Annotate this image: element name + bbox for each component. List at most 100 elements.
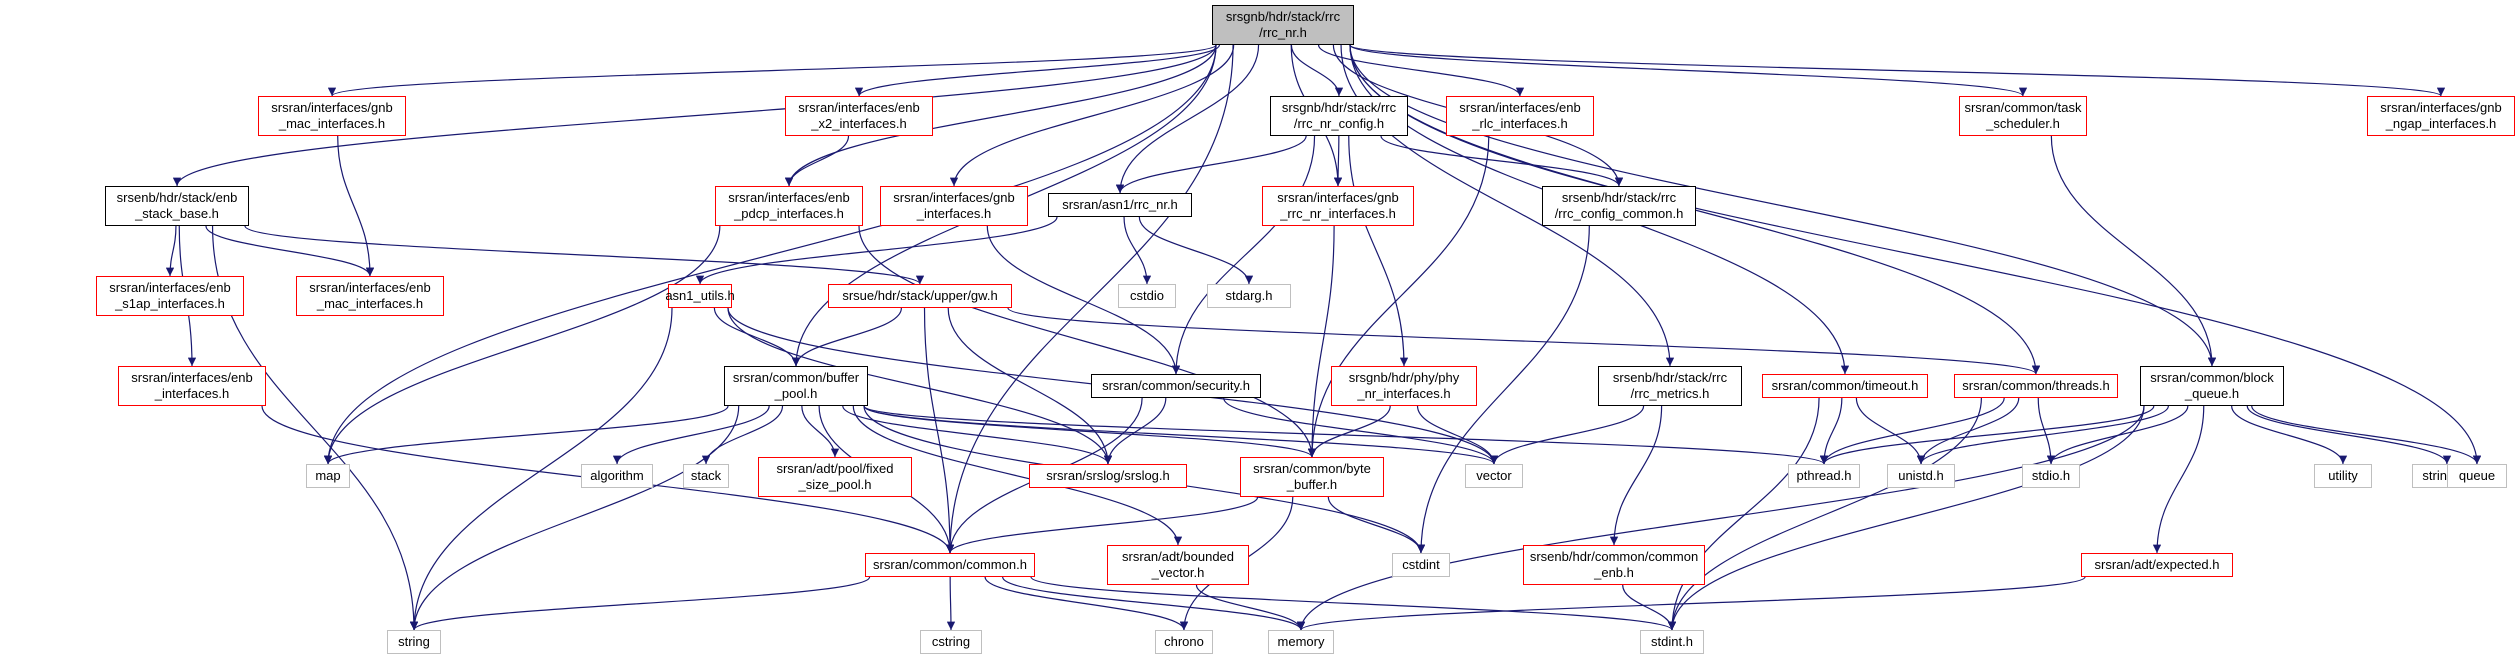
edge-asn1_utils-to-buffer_pool (713, 307, 801, 367)
node-buffer-pool[interactable]: srsran/common/buffer _pool.h (724, 366, 868, 406)
node-rrc-nr-h[interactable]: srsgnb/hdr/stack/rrc /rrc_nr.h (1212, 5, 1354, 45)
edge-rrc_nr_config-to-asn1_rrc_nr (1115, 135, 1307, 194)
edge-common-to-stdint (1030, 576, 1676, 631)
node-bounded-vector[interactable]: srsran/adt/bounded _vector.h (1107, 545, 1249, 585)
edge-security-to-srslog (1103, 397, 1167, 465)
edge-enb_x2_interfaces-to-enb_pdcp_interfaces (784, 135, 850, 187)
node-unistd: unistd.h (1887, 464, 1955, 488)
node-security[interactable]: srsran/common/security.h (1091, 374, 1261, 398)
edge-timeout-to-stdint (1667, 397, 1820, 631)
edge-asn1_rrc_nr-to-stdarg (1138, 216, 1254, 285)
node-timeout[interactable]: srsran/common/timeout.h (1762, 374, 1928, 398)
edge-common-to-chrono (984, 576, 1189, 631)
edge-rrc_metrics-to-vector (1489, 405, 1645, 465)
edge-rrc_nr_h-to-task_scheduler (1349, 44, 2027, 97)
edge-gnb_mac_interfaces-to-enb_mac_interfaces (337, 135, 375, 277)
edge-task_scheduler-to-block_queue (2050, 135, 2217, 367)
node-enb-pdcp-interfaces[interactable]: srsran/interfaces/enb _pdcp_interfaces.h (715, 186, 863, 226)
node-enb-mac-interfaces[interactable]: srsran/interfaces/enb _mac_interfaces.h (296, 276, 444, 316)
edge-rrc_nr_h-to-enb_pdcp_interfaces (784, 44, 1217, 187)
edge-buffer_pool-to-bounded_vector (852, 405, 1183, 546)
edge-gw_h-to-threads (1007, 307, 2040, 375)
edge-asn1_rrc_nr-to-asn1_utils (695, 216, 1058, 285)
edge-enb_rlc_interfaces-to-byte_buffer (1307, 135, 1490, 458)
edge-security-to-vector (1223, 397, 1499, 465)
node-rrc-metrics[interactable]: srsenb/hdr/stack/rrc /rrc_metrics.h (1598, 366, 1742, 406)
node-pthread: pthread.h (1788, 464, 1860, 488)
edge-common_enb-to-stdint (1622, 584, 1677, 631)
node-phy-nr-interfaces[interactable]: srsgnb/hdr/phy/phy _nr_interfaces.h (1331, 366, 1477, 406)
node-utility: utility (2314, 464, 2372, 488)
edge-byte_buffer-to-common (945, 496, 1259, 554)
edge-rrc_nr_h-to-enb_stack_base (172, 44, 1217, 187)
node-stdio: stdio.h (2022, 464, 2080, 488)
edge-rrc_nr_h-to-common (945, 44, 1234, 554)
node-gw-h[interactable]: srsue/hdr/stack/upper/gw.h (828, 284, 1012, 308)
edge-asn1_rrc_nr-to-cstdio (1123, 216, 1152, 285)
node-fixed-size-pool[interactable]: srsran/adt/pool/fixed _size_pool.h (758, 457, 912, 497)
edge-rrc_nr_h-to-queue (1349, 44, 2482, 465)
node-expected[interactable]: srsran/adt/expected.h (2081, 553, 2233, 577)
node-common[interactable]: srsran/common/common.h (865, 553, 1035, 577)
edge-block_queue-to-queue (2251, 405, 2482, 465)
edge-block_queue-to-memory (1296, 405, 2145, 631)
edge-phy_nr_interfaces-to-byte_buffer (1307, 405, 1391, 458)
edge-rrc_metrics-to-common_enb (1609, 405, 1663, 546)
node-vector: vector (1465, 464, 1523, 488)
edge-rrc_nr_h-to-gnb_interfaces (949, 44, 1235, 187)
node-stack: stack (683, 464, 729, 488)
node-byte-buffer[interactable]: srsran/common/byte _buffer.h (1240, 457, 1384, 497)
node-threads[interactable]: srsran/common/threads.h (1954, 374, 2118, 398)
edge-block_queue-to-unistd (1916, 405, 2169, 465)
edge-enb_pdcp_interfaces-to-map (323, 225, 721, 465)
node-asn1-utils[interactable]: asn1_utils.h (665, 284, 735, 308)
node-enb-s1ap-interfaces[interactable]: srsran/interfaces/enb _s1ap_interfaces.h (96, 276, 244, 316)
edge-bounded_vector-to-memory (1195, 584, 1306, 631)
edge-gw_h-to-buffer_pool (791, 307, 902, 367)
node-gnb-interfaces[interactable]: srsran/interfaces/gnb _interfaces.h (880, 186, 1028, 226)
node-memory: memory (1268, 630, 1334, 654)
edge-gnb_rrc_nr_interfaces-to-byte_buffer (1307, 225, 1335, 458)
edge-rrc_nr_h-to-rrc_nr_config (1290, 44, 1344, 97)
node-enb-x2-interfaces[interactable]: srsran/interfaces/enb _x2_interfaces.h (785, 96, 933, 136)
node-task-scheduler[interactable]: srsran/common/task _scheduler.h (1959, 96, 2087, 136)
edge-threads-to-stdint (1667, 397, 1982, 631)
edge-block_queue-to-pthread (1819, 405, 2155, 465)
edge-asn1_utils-to-srslog (727, 307, 1113, 465)
node-common-enb[interactable]: srsenb/hdr/common/common _enb.h (1523, 545, 1705, 585)
node-cstdio: cstdio (1118, 284, 1176, 308)
edge-block_queue-to-strings (2246, 405, 2452, 465)
edge-gnb_interfaces-to-security (986, 225, 1181, 375)
node-enb-stack-base[interactable]: srsenb/hdr/stack/enb _stack_base.h (105, 186, 249, 226)
edge-enb_stack_base-to-enb_s1ap_interfaces (165, 225, 177, 277)
edge-block_queue-to-utility (2231, 405, 2348, 465)
node-chrono: chrono (1155, 630, 1213, 654)
node-rrc-nr-config[interactable]: srsgnb/hdr/stack/rrc /rrc_nr_config.h (1270, 96, 1408, 136)
edge-rrc_nr_config-to-rrc_config_common (1380, 135, 1624, 187)
edge-block_queue-to-stdint (1667, 405, 2145, 631)
edge-common-to-cstring (946, 576, 956, 631)
edge-common-to-string (409, 576, 871, 631)
edge-enb_stack_base-to-enb_mac_interfaces (205, 225, 375, 277)
edge-rrc_nr_h-to-enb_x2_interfaces (854, 44, 1220, 97)
node-gnb-rrc-nr-interfaces[interactable]: srsran/interfaces/gnb _rrc_nr_interfaces… (1262, 186, 1414, 226)
node-enb-rlc-interfaces[interactable]: srsran/interfaces/enb _rlc_interfaces.h (1446, 96, 1594, 136)
node-srslog[interactable]: srsran/srslog/srslog.h (1029, 464, 1187, 488)
node-stdint: stdint.h (1640, 630, 1704, 654)
edge-rrc_nr_h-to-gnb_mac_interfaces (328, 44, 1217, 97)
node-queue: queue (2447, 464, 2507, 488)
edge-threads-to-pthread (1819, 397, 2005, 465)
edge-enb_stack_base-to-gw_h (244, 225, 924, 285)
node-gnb-ngap-interfaces[interactable]: srsran/interfaces/gnb _ngap_interfaces.h (2367, 96, 2515, 136)
node-string: string (387, 630, 441, 654)
node-rrc-config-common[interactable]: srsenb/hdr/stack/rrc /rrc_config_common.… (1542, 186, 1696, 226)
node-block-queue[interactable]: srsran/common/block _queue.h (2140, 366, 2284, 406)
node-gnb-mac-interfaces[interactable]: srsran/interfaces/gnb _mac_interfaces.h (258, 96, 406, 136)
node-enb-interfaces[interactable]: srsran/interfaces/enb _interfaces.h (118, 366, 266, 406)
edge-rrc_nr_h-to-gnb_ngap_interfaces (1349, 44, 2445, 97)
edge-rrc_nr_h-to-asn1_rrc_nr (1115, 44, 1260, 194)
node-asn1-rrc-nr[interactable]: srsran/asn1/rrc_nr.h (1048, 193, 1192, 217)
edge-rrc_nr_h-to-block_queue (1349, 44, 2217, 367)
